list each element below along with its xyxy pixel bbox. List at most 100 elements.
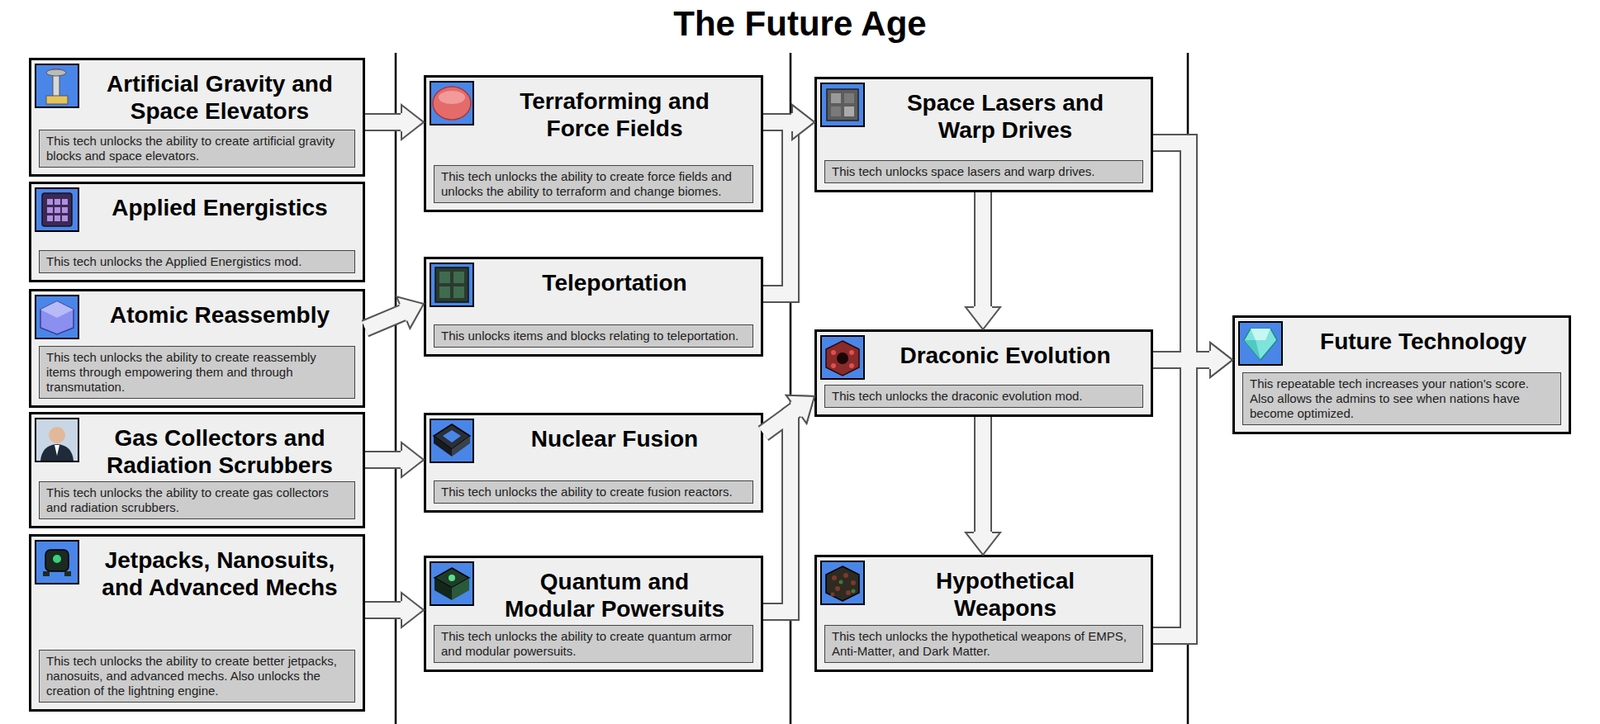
tech-icon <box>35 188 79 232</box>
arrow-head-fill <box>1209 342 1233 378</box>
arrow-head <box>965 306 1001 330</box>
tech-icon <box>430 263 474 307</box>
tech-box: TeleportationThis unlocks items and bloc… <box>423 256 764 357</box>
arrow-head <box>400 104 424 140</box>
tech-title: Atomic Reassembly <box>99 291 340 329</box>
tech-title: Jetpacks, Nanosuits, and Advanced Mechs <box>99 536 340 602</box>
tech-icon <box>430 419 474 463</box>
tech-icon <box>821 336 865 380</box>
connector-fill-layer <box>365 122 1211 637</box>
tech-description: This tech unlocks the hypothetical weapo… <box>824 625 1144 664</box>
block-arrow <box>365 601 402 620</box>
block-arrow <box>1153 142 1211 361</box>
tech-description: This tech unlocks the ability to create … <box>433 625 754 664</box>
tech-title: Nuclear Fusion <box>494 415 735 453</box>
tech-description: This tech unlocks the ability to create … <box>433 165 754 204</box>
arrow-head-fill <box>965 306 1001 330</box>
arrow-head-outline <box>786 395 815 424</box>
tech-icon <box>821 561 865 605</box>
tech-title: Teleportation <box>494 259 735 297</box>
arrow-head-fill <box>396 296 424 329</box>
tech-description: This tech unlocks the ability to create … <box>433 480 754 504</box>
arrow-head-outline <box>792 104 815 140</box>
arrow-head <box>786 395 815 424</box>
tech-box: Hypothetical WeaponsThis tech unlocks th… <box>814 555 1154 673</box>
block-arrow <box>365 451 402 470</box>
connector-head-layer <box>396 104 1233 628</box>
arrow-head <box>965 531 1001 556</box>
block-arrow <box>763 113 793 132</box>
block-arrow <box>763 409 797 613</box>
block-arrow <box>763 122 793 295</box>
block-arrow <box>763 409 797 613</box>
arrow-head-outline <box>1210 342 1233 378</box>
tech-icon <box>430 562 474 606</box>
block-arrow <box>365 452 402 468</box>
tech-box: Space Lasers and Warp DrivesThis tech un… <box>814 76 1154 193</box>
tech-title: Terraforming and Force Fields <box>494 77 735 143</box>
arrow-head-outline <box>401 442 424 478</box>
arrow-head-outline <box>396 296 424 329</box>
arrow-head-fill <box>786 395 815 424</box>
tech-title: Quantum and Modular Powersuits <box>494 558 735 623</box>
block-arrow <box>975 192 991 308</box>
tech-description: This tech unlocks space lasers and warp … <box>824 160 1144 184</box>
tech-description: This tech unlocks the draconic evolution… <box>824 384 1144 409</box>
block-arrow <box>973 417 993 533</box>
tech-title: Hypothetical Weapons <box>885 557 1126 622</box>
tech-icon <box>35 295 79 339</box>
arrow-head-fill <box>400 442 424 478</box>
column-divider <box>1186 52 1190 724</box>
tech-box: Artificial Gravity and Space ElevatorsTh… <box>28 57 366 177</box>
tech-icon <box>430 81 474 125</box>
arrow-head <box>786 395 815 424</box>
arrow-head <box>791 104 815 140</box>
block-arrow <box>763 409 797 434</box>
arrow-head-fill <box>1209 342 1233 378</box>
arrow-head <box>400 442 424 478</box>
arrow-head-outline <box>786 395 815 424</box>
arrow-head-outline <box>1210 342 1233 378</box>
block-arrow <box>1153 351 1211 370</box>
arrow-head-outline <box>401 593 424 628</box>
arrow-head <box>396 296 424 329</box>
tech-description: This tech unlocks the ability to create … <box>38 346 356 399</box>
block-arrow <box>1153 360 1211 637</box>
arrow-head <box>1209 342 1233 378</box>
arrow-head-outline <box>965 307 1001 330</box>
tech-icon <box>1239 322 1282 366</box>
tech-box: Applied EnergisticsThis tech unlocks the… <box>28 181 366 283</box>
block-arrow <box>1153 142 1211 361</box>
arrow-head-outline <box>965 532 1001 556</box>
arrow-head <box>1209 342 1233 378</box>
connector-outline-layer <box>365 122 1211 637</box>
tech-description: This repeatable tech increases your nati… <box>1242 372 1562 426</box>
tech-icon <box>821 83 865 127</box>
tech-box: Quantum and Modular PowersuitsThis tech … <box>423 555 764 673</box>
tech-box: Draconic EvolutionThis tech unlocks the … <box>814 329 1154 418</box>
tech-box: Terraforming and Force FieldsThis tech u… <box>423 75 764 213</box>
column-divider <box>789 52 793 724</box>
tech-title: Space Lasers and Warp Drives <box>885 79 1126 144</box>
arrow-head <box>400 593 424 628</box>
arrow-head <box>791 104 815 140</box>
block-arrow <box>1153 352 1211 368</box>
block-arrow <box>365 602 402 618</box>
tech-description: This unlocks items and blocks relating t… <box>433 324 754 348</box>
tech-description: This tech unlocks the ability to create … <box>38 650 356 703</box>
tech-box: Nuclear FusionThis tech unlocks the abil… <box>423 413 764 513</box>
tech-icon <box>35 418 79 462</box>
arrow-head-outline <box>401 104 424 140</box>
tech-box: Jetpacks, Nanosuits, and Advanced MechsT… <box>28 534 366 713</box>
tech-title: Future Technology <box>1303 318 1544 356</box>
block-arrow <box>763 114 793 130</box>
column-divider <box>394 52 398 724</box>
tech-title: Applied Energistics <box>99 184 340 222</box>
tech-box: Atomic ReassemblyThis tech unlocks the a… <box>28 289 366 409</box>
arrow-head-outline <box>792 104 815 140</box>
arrow-head-fill <box>400 104 424 140</box>
tech-icon <box>35 541 79 584</box>
tech-description: This tech unlocks the ability to create … <box>38 129 356 168</box>
